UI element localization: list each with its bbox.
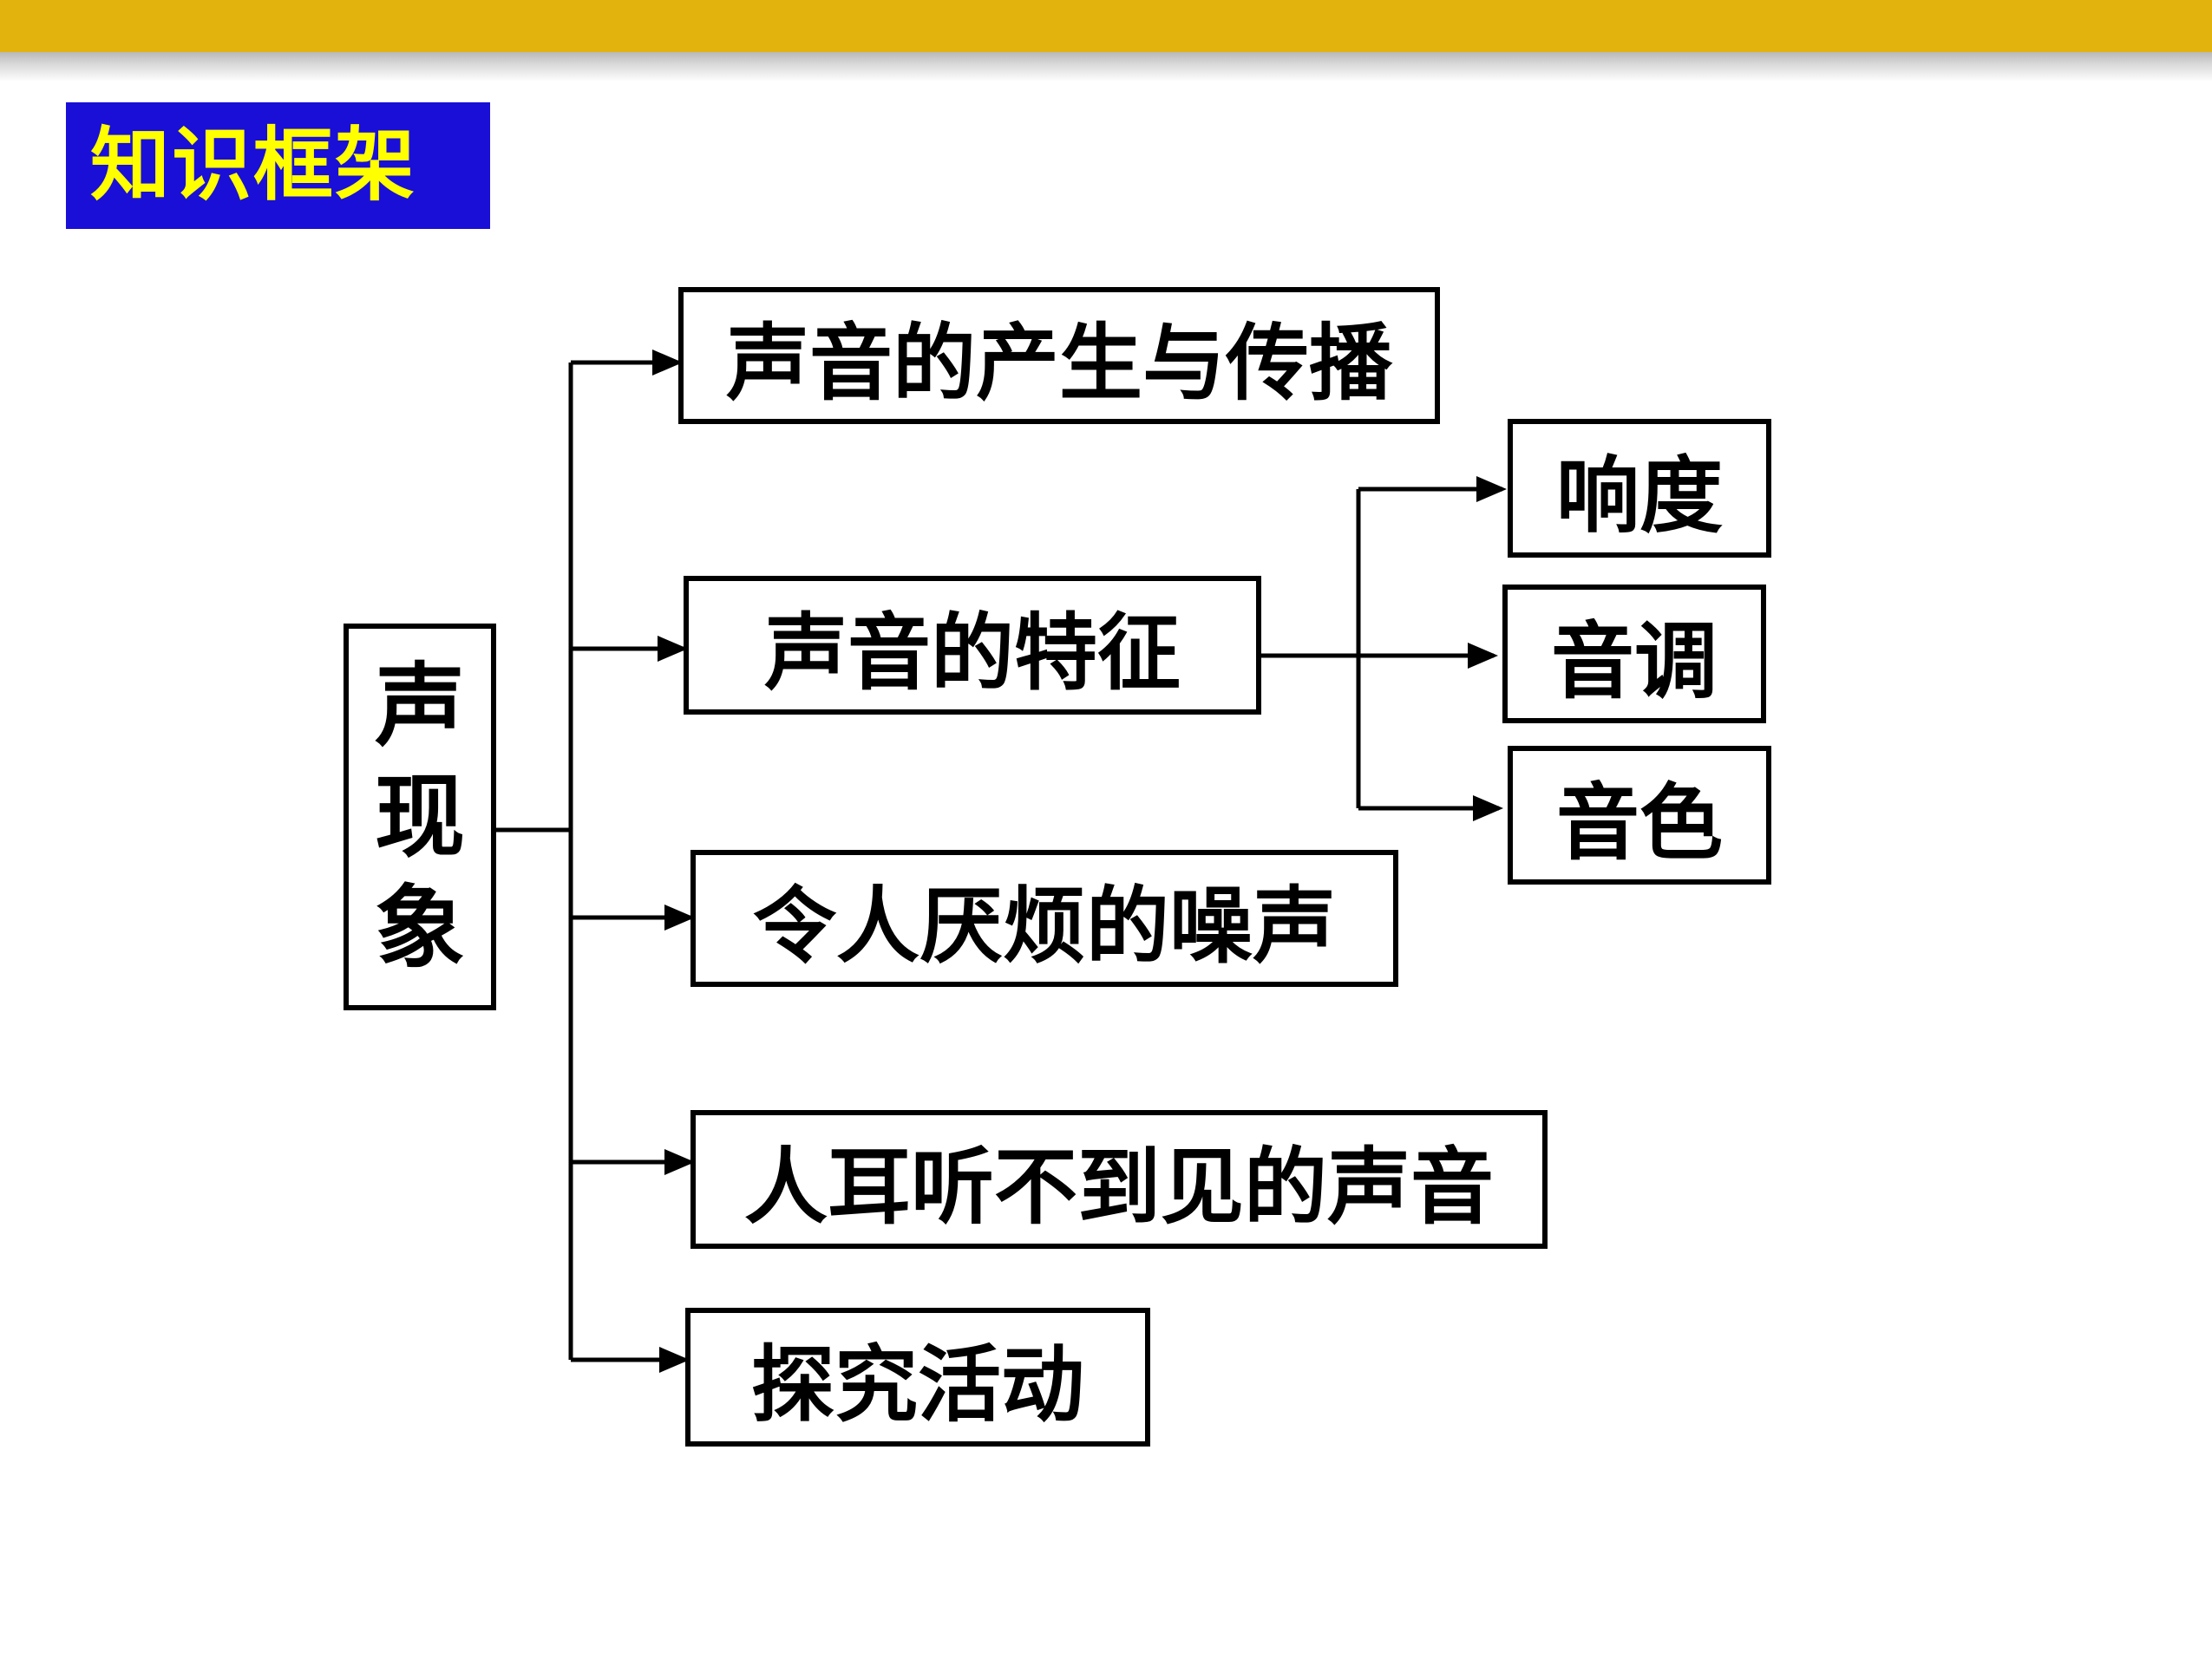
branch-node-production-propagation: 声音的产生与传播 — [678, 287, 1440, 424]
branch-node-noise: 令人厌烦的噪声 — [690, 850, 1398, 987]
child-node-pitch: 音调 — [1502, 585, 1766, 723]
slide-title: 知识框架 — [66, 102, 490, 229]
child-node-loudness: 响度 — [1508, 419, 1771, 558]
branch-node-characteristics: 声音的特征 — [684, 576, 1261, 715]
root-node-sound-phenomena: 声 现 象 — [344, 624, 496, 1010]
root-char: 象 — [374, 874, 465, 981]
root-char: 现 — [374, 763, 465, 870]
top-bar-shadow — [0, 52, 2212, 82]
branch-node-inquiry-activity: 探究活动 — [685, 1308, 1150, 1447]
branch-node-inaudible-sound: 人耳听不到见的声音 — [690, 1110, 1548, 1249]
top-accent-bar — [0, 0, 2212, 52]
root-char: 声 — [374, 652, 465, 759]
child-node-timbre: 音色 — [1508, 746, 1771, 885]
